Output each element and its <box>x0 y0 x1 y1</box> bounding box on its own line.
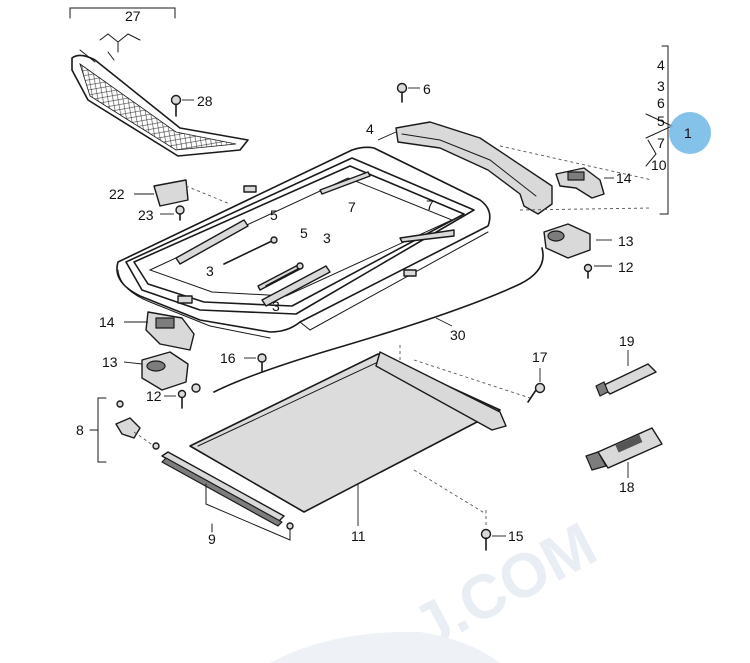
part-15-screw <box>480 510 506 551</box>
label-19: 19 <box>619 333 635 349</box>
label-1: 1 <box>684 125 692 141</box>
label-13-low: 13 <box>102 354 118 370</box>
watermark-shape <box>270 631 500 663</box>
label-3-b: 3 <box>206 263 214 279</box>
label-22: 22 <box>109 186 125 202</box>
label-5-col: 5 <box>657 113 665 129</box>
label-17: 17 <box>532 349 548 365</box>
label-30: 30 <box>450 327 466 343</box>
part-4-arm <box>377 121 653 215</box>
part-14-bracket-top <box>555 167 614 199</box>
label-27: 27 <box>125 8 141 24</box>
part-28-screw <box>170 94 194 117</box>
label-7-a: 7 <box>348 199 356 215</box>
part-30-cable <box>191 247 544 393</box>
part-13-motor-low <box>123 351 189 391</box>
label-5-b: 5 <box>300 225 308 241</box>
label-16: 16 <box>220 350 236 366</box>
badge-1 <box>669 112 711 154</box>
label-5-a: 5 <box>270 207 278 223</box>
part-5-rods <box>223 236 304 287</box>
part-12-screw-low <box>164 389 187 409</box>
part-8-clip <box>89 397 160 463</box>
label-10: 10 <box>651 157 667 173</box>
label-11: 11 <box>351 528 366 544</box>
part-22-bracket <box>134 179 231 221</box>
part-6-screw <box>396 82 420 103</box>
label-6: 6 <box>423 81 431 97</box>
part-18-tube <box>585 427 663 478</box>
part-7-guides <box>319 171 455 243</box>
label-15: 15 <box>508 528 524 544</box>
part-9-strip <box>161 451 294 541</box>
part-27-net <box>69 7 249 157</box>
label-6-col: 6 <box>657 95 665 111</box>
label-3-col: 3 <box>657 78 665 94</box>
part-13-motor-top <box>543 223 612 279</box>
label-9: 9 <box>208 531 216 547</box>
label-14-top: 14 <box>616 170 632 186</box>
part-16-screw <box>244 353 267 373</box>
part-11-sunshade <box>189 342 531 526</box>
label-12-low: 12 <box>146 388 162 404</box>
label-3-a: 3 <box>323 230 331 246</box>
part-14-bracket-low <box>124 311 195 351</box>
label-14-low: 14 <box>99 314 115 330</box>
part-17-screw <box>527 368 546 403</box>
label-12-top: 12 <box>618 259 634 275</box>
label-3-c: 3 <box>272 298 280 314</box>
label-4-col: 4 <box>657 57 665 73</box>
label-4: 4 <box>366 121 374 137</box>
label-7-b: 7 <box>426 197 434 213</box>
label-13-top: 13 <box>618 233 634 249</box>
label-23: 23 <box>138 207 154 223</box>
callout-labels: 27 28 6 4 22 23 5 5 3 3 3 7 7 14 13 12 3… <box>76 8 711 547</box>
part-19-tube <box>595 350 657 397</box>
label-28: 28 <box>197 93 213 109</box>
label-8: 8 <box>76 422 84 438</box>
label-18: 18 <box>619 479 635 495</box>
part-4-frame <box>116 146 491 339</box>
label-7-col: 7 <box>657 135 665 151</box>
